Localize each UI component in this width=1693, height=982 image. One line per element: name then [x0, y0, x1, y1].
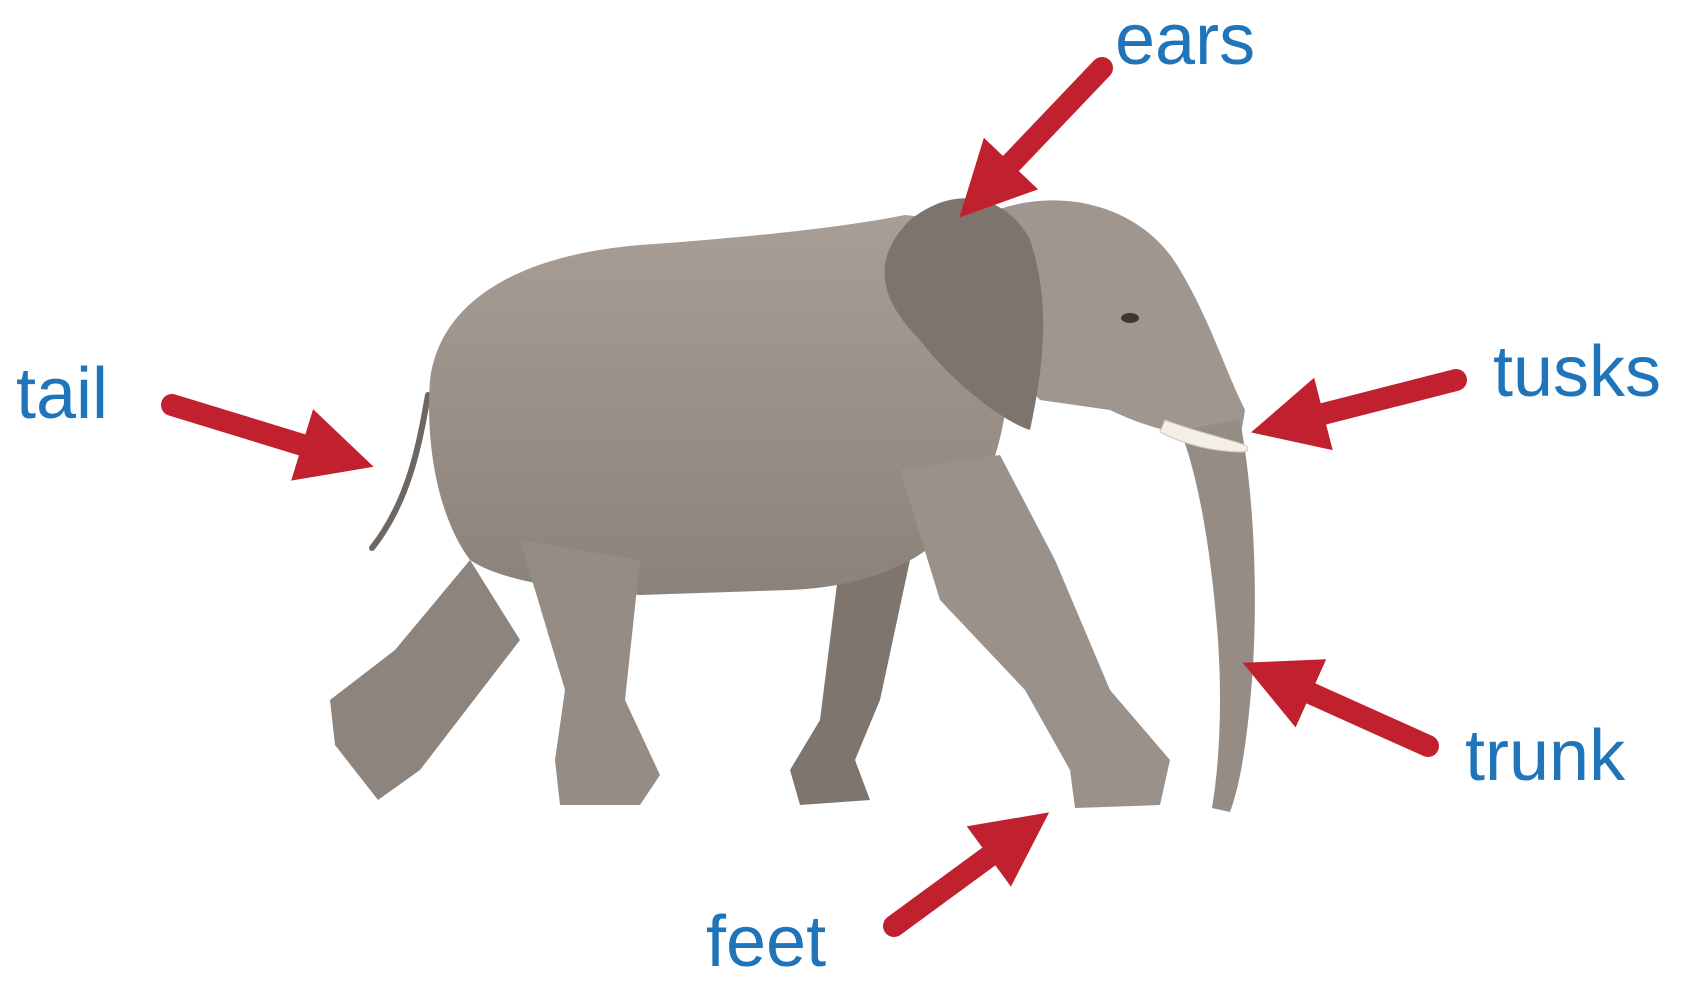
label-tail: tail [16, 358, 108, 430]
arrow-tail [172, 405, 345, 458]
arrow-tusks [1280, 380, 1456, 425]
label-trunk: trunk [1465, 720, 1625, 792]
elephant-image [330, 198, 1255, 812]
elephant-front-leg-near [900, 455, 1170, 808]
elephant-eye [1121, 313, 1139, 323]
arrow-ears [980, 68, 1102, 196]
elephant-hind-leg-far [330, 560, 520, 800]
arrow-feet [894, 830, 1025, 926]
elephant-front-leg-far [790, 560, 910, 805]
label-ears: ears [1115, 4, 1255, 76]
label-tusks: tusks [1493, 336, 1661, 408]
elephant-trunk [1180, 420, 1255, 812]
elephant-tail [372, 395, 428, 548]
arrow-trunk [1270, 675, 1428, 746]
label-feet: feet [706, 906, 826, 978]
